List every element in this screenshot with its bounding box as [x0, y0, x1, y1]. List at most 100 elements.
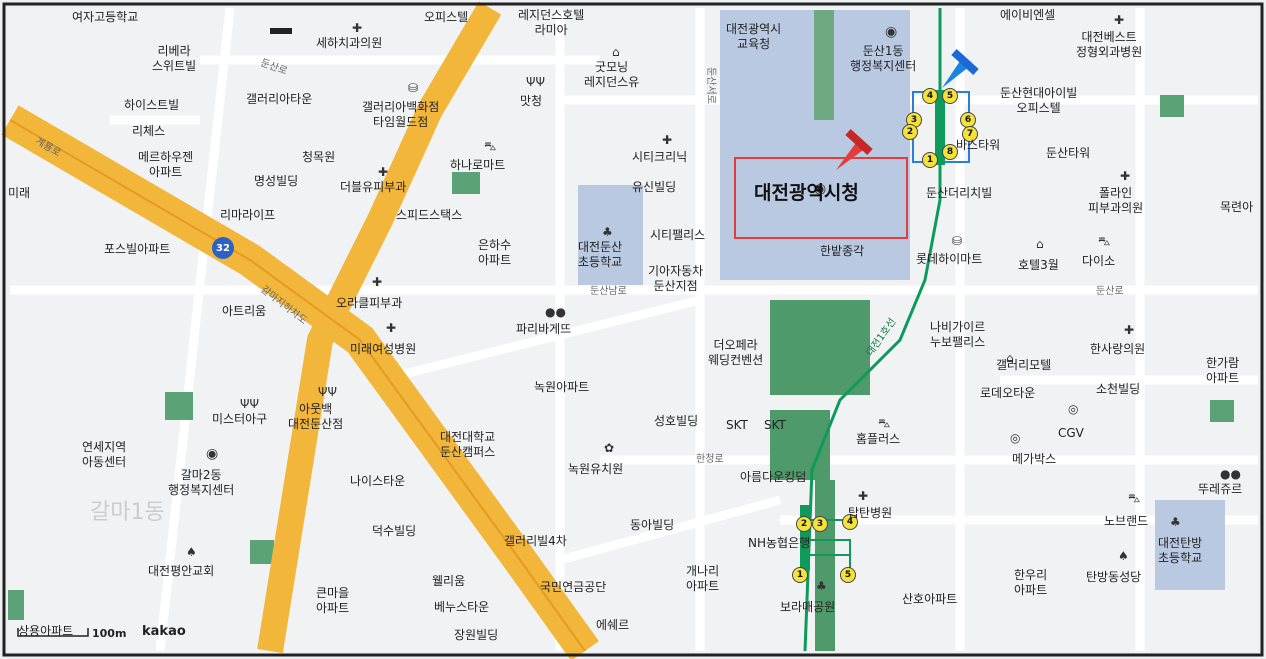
place-label[interactable]: 둔산현대아이빌 오피스텔	[1000, 86, 1078, 115]
place-label[interactable]: 더블유피부과	[340, 180, 407, 194]
place-label[interactable]: 노브랜드	[1104, 514, 1149, 528]
highlight-label-city-hall[interactable]: 대전광역시청	[754, 182, 859, 204]
place-label[interactable]: CGV	[1058, 426, 1084, 440]
red-pin-icon[interactable]	[836, 129, 873, 170]
place-label[interactable]: 기아자동차 둔산지점	[648, 264, 704, 293]
place-label[interactable]: 녹원유치원	[568, 462, 624, 476]
place-label[interactable]: 대전광역시 교육청	[726, 22, 782, 51]
place-label[interactable]: 미래여성병원	[350, 342, 417, 356]
place-label[interactable]: 호텔3월	[1018, 258, 1059, 272]
place-label[interactable]: 한밭종각	[820, 244, 865, 258]
place-label[interactable]: 명성빌딩	[254, 174, 299, 188]
place-label[interactable]: 웰리움	[432, 574, 466, 588]
place-label[interactable]: 바스타워	[956, 138, 1001, 152]
station-exit-8[interactable]: 8	[942, 144, 958, 160]
place-label[interactable]: 탑탄병원	[848, 506, 893, 520]
place-label[interactable]: 연세지역 아동센터	[82, 440, 127, 469]
place-label[interactable]: 여자고등학교	[72, 10, 139, 24]
place-label[interactable]: 오피스텔	[424, 10, 469, 24]
station-exit-3b[interactable]: 3	[812, 516, 828, 532]
place-label[interactable]: 갤러리아백화점 타임월드점	[362, 100, 440, 129]
station-exit-4b[interactable]: 4	[842, 514, 858, 530]
place-label[interactable]: 큰마을 아파트	[316, 586, 350, 615]
place-label[interactable]: 성호빌딩	[654, 414, 699, 428]
place-label[interactable]: 리베라 스위트빌	[152, 44, 197, 73]
place-label[interactable]: 둔산더리치빌	[926, 186, 993, 200]
place-label[interactable]: 포스빌아파트	[104, 242, 171, 256]
place-label[interactable]: 동아빌딩	[630, 518, 675, 532]
place-label[interactable]: 대전평안교회	[148, 564, 215, 578]
place-label[interactable]: 아웃백 대전둔산점	[288, 402, 344, 431]
place-label[interactable]: 둔산1동 행정복지센터	[850, 44, 917, 73]
place-label[interactable]: 은하수 아파트	[478, 238, 512, 267]
place-label[interactable]: 리체스	[132, 124, 166, 138]
station-exit-5[interactable]: 5	[942, 88, 958, 104]
place-label[interactable]: 아트리움	[222, 304, 267, 318]
place-label[interactable]: 대전둔산 초등학교	[578, 240, 623, 269]
place-label[interactable]: SKT	[764, 418, 786, 432]
place-label[interactable]: 산호아파트	[902, 592, 958, 606]
place-label[interactable]: 소천빌딩	[1096, 382, 1141, 396]
place-label[interactable]: 대전대학교 둔산캠퍼스	[440, 430, 496, 459]
place-label[interactable]: 시티팰리스	[650, 228, 706, 242]
place-label[interactable]: 한가람 아파트	[1206, 356, 1240, 385]
place-label[interactable]: 나이스타운	[350, 474, 406, 488]
place-label[interactable]: 덕수빌딩	[372, 524, 417, 538]
place-label[interactable]: 에이비엔셀	[1000, 8, 1056, 22]
place-label[interactable]: 개나리 아파트	[686, 564, 720, 593]
place-label[interactable]: 다이소	[1082, 254, 1116, 268]
place-label[interactable]: 유신빌딩	[632, 180, 677, 194]
place-label[interactable]: 메르하우젠 아파트	[138, 150, 194, 179]
place-label[interactable]: 한우리 아파트	[1014, 568, 1048, 597]
place-label[interactable]: 로데오타운	[980, 386, 1036, 400]
place-label[interactable]: 미스터아구	[212, 412, 268, 426]
blue-pin-icon[interactable]	[942, 49, 979, 88]
station-exit-7[interactable]: 7	[962, 126, 978, 142]
place-label[interactable]: 상용아파트	[18, 624, 74, 638]
place-label[interactable]: 대전베스트 정형외과병원	[1076, 30, 1143, 59]
place-label[interactable]: 하나로마트	[450, 158, 506, 172]
place-label[interactable]: 갤러리아타운	[246, 92, 313, 106]
place-label[interactable]: 폴라인 피부과의원	[1088, 186, 1144, 215]
place-label[interactable]: 갤러리모텔	[996, 358, 1052, 372]
place-label[interactable]: 메가박스	[1012, 452, 1057, 466]
place-label[interactable]: 홈플러스	[856, 432, 901, 446]
place-label[interactable]: 하이스트빌	[124, 98, 180, 112]
place-label[interactable]: 레지던스호텔 라미아	[518, 8, 585, 37]
station-exit-1[interactable]: 1	[922, 152, 938, 168]
place-label[interactable]: SKT	[726, 418, 748, 432]
station-exit-5b[interactable]: 5	[840, 567, 856, 583]
place-label[interactable]: 아름다운킹덤	[740, 470, 807, 484]
place-label[interactable]: 파리바게뜨	[516, 322, 572, 336]
place-label[interactable]: 둔산타워	[1046, 146, 1091, 160]
place-label[interactable]: 맛청	[520, 94, 543, 108]
place-label[interactable]: 갈마2동 행정복지센터	[168, 468, 235, 497]
place-label[interactable]: 미래	[8, 186, 31, 200]
place-label[interactable]: 굿모닝 레지던스유	[584, 60, 640, 89]
place-label[interactable]: 롯데하이마트	[916, 252, 983, 266]
place-label[interactable]: 나비가이르 누보팰리스	[930, 320, 986, 349]
place-label[interactable]: 리마라이프	[220, 208, 276, 222]
place-label[interactable]: 탄방동성당	[1086, 570, 1142, 584]
place-label[interactable]: 갤러리빌4차	[504, 534, 567, 548]
place-label[interactable]: 국민연금공단	[540, 580, 607, 594]
place-label[interactable]: 대전탄방 초등학교	[1158, 536, 1203, 565]
place-label[interactable]: 보라매공원	[780, 600, 836, 614]
place-label[interactable]: 베누스타운	[434, 600, 490, 614]
place-label[interactable]: 뚜레쥬르	[1198, 482, 1243, 496]
station-exit-1b[interactable]: 1	[792, 567, 808, 583]
place-label[interactable]: 시티크리닉	[632, 150, 688, 164]
place-label[interactable]: 더오페라 웨딩컨벤션	[708, 338, 764, 367]
station-exit-4[interactable]: 4	[922, 88, 938, 104]
station-exit-2b[interactable]: 2	[796, 516, 812, 532]
station-exit-2[interactable]: 2	[902, 124, 918, 140]
place-label[interactable]: 녹원아파트	[534, 380, 590, 394]
place-label[interactable]: 장원빌딩	[454, 628, 499, 642]
place-label[interactable]: NH농협은행	[748, 536, 811, 550]
place-label[interactable]: 청목원	[302, 150, 336, 164]
place-label[interactable]: 오라클피부과	[336, 296, 403, 310]
place-label[interactable]: 세하치과의원	[316, 36, 383, 50]
place-label[interactable]: 한사랑의원	[1090, 342, 1146, 356]
place-label[interactable]: 목련아	[1220, 200, 1254, 214]
